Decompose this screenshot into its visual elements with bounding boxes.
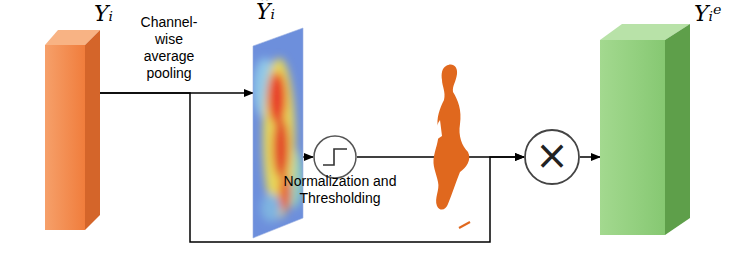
operation-label: Normalization and Thresholding [280,173,400,207]
tensor-label: Ỹᵢ [256,0,275,24]
flow-arrow [303,156,313,158]
feature-block [600,24,690,235]
operation-label: Channel-wise average pooling [130,14,208,82]
feature-block [45,30,100,230]
tensor-label: Yᵢ [94,2,113,26]
output-feature-map: Yᵢᵉ [595,0,740,238]
tensor-label: Yᵢᵉ [694,2,721,26]
flow-arrow [580,156,600,158]
threshold-node: Normalization and Thresholding [278,133,402,223]
step-function-circle [313,135,357,179]
heatmap-image [253,28,303,238]
multiply-symbol: × [535,135,569,175]
input-feature-map: Yᵢ [40,2,140,236]
multiply-node: × [520,125,584,189]
